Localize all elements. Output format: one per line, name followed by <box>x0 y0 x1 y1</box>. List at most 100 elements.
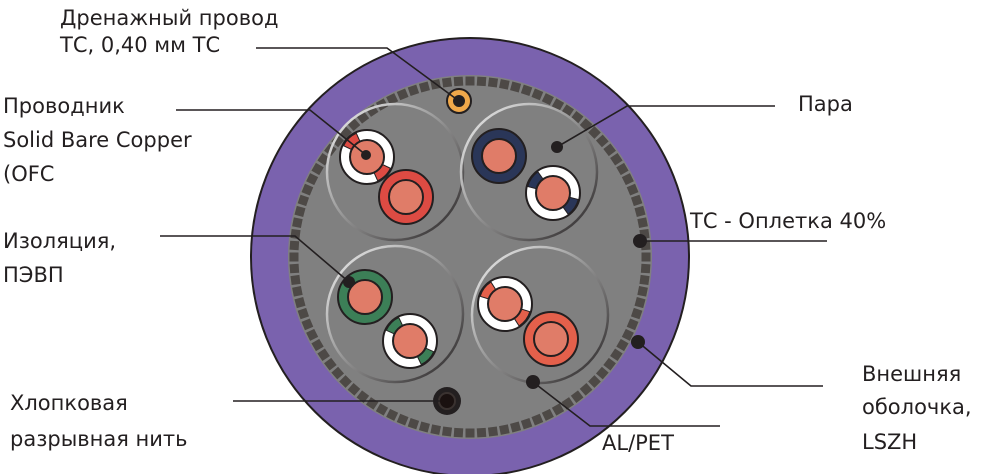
label-insulation-line2: ПЭВП <box>3 263 64 287</box>
leader-insulation <box>160 235 350 283</box>
braid-strand <box>339 375 352 388</box>
braid-strand <box>616 162 629 176</box>
braid-strand <box>290 228 301 240</box>
braid-strand <box>476 427 487 438</box>
braid-strand <box>621 328 634 341</box>
braid-strand <box>289 263 300 274</box>
braid-strand <box>579 382 593 396</box>
braid-strand <box>331 366 345 380</box>
braid-strand <box>487 426 499 437</box>
labels: Дренажный провод ТС, 0,40 мм ТС Проводни… <box>3 6 972 455</box>
braid-strand <box>289 240 300 251</box>
pair-3 <box>325 244 465 384</box>
leader-dot-conductor <box>361 150 371 160</box>
braid-strand <box>630 307 643 320</box>
label-foil: AL/PET <box>602 431 674 455</box>
braid-strand <box>637 286 648 297</box>
pair-4 <box>470 245 610 385</box>
braid-strand <box>531 413 544 426</box>
braid-strand <box>637 217 648 228</box>
solid-wire-conductor <box>481 138 517 174</box>
braid-strand <box>634 205 646 217</box>
braid-strand <box>418 421 430 433</box>
braid-strand <box>306 328 319 341</box>
label-conductor-line1: Проводник <box>3 94 125 118</box>
ripcord <box>433 387 461 415</box>
braid-strand <box>610 152 623 166</box>
label-ripcord-line2: разрывная нить <box>10 427 188 451</box>
leader-jacket <box>637 341 823 387</box>
braid-strand <box>541 408 554 421</box>
braid-strand <box>621 173 634 186</box>
braid-strand <box>441 77 453 88</box>
braid-strand <box>595 366 609 380</box>
braid-strand <box>301 183 314 196</box>
leader-lines <box>160 47 827 427</box>
braid-strand <box>520 417 533 430</box>
label-conductor-line2: Solid Bare Copper <box>3 128 192 152</box>
braid-strand <box>386 93 399 106</box>
braid-strand <box>551 403 565 416</box>
braid-strand <box>306 173 319 186</box>
leader-dot-foil <box>526 375 540 389</box>
braid-strand <box>626 318 639 331</box>
leader-conductor <box>176 109 367 156</box>
leader-pair <box>556 105 775 148</box>
braid-strand <box>347 382 361 396</box>
braid-strand <box>297 194 310 207</box>
braid-strand <box>510 81 522 93</box>
braid-strand <box>595 134 609 148</box>
braid-strand <box>317 348 330 362</box>
pair-foil-ring <box>459 102 599 242</box>
leader-dot-insulation <box>343 276 355 288</box>
braid-strand <box>610 348 623 362</box>
braid-strand <box>520 84 533 97</box>
twisted-pairs <box>325 102 610 385</box>
label-braid: ТС - Оплетка 40% <box>689 209 886 233</box>
striped-wire-conductor <box>392 323 428 359</box>
ripcord-inner <box>438 392 456 410</box>
braid-strand <box>639 274 650 286</box>
braid-strand <box>396 413 409 426</box>
braid-strand <box>630 194 643 207</box>
braid-strand <box>297 307 310 320</box>
braid-strand <box>407 417 420 430</box>
braid-strand <box>331 134 345 148</box>
braid-strand <box>292 286 303 297</box>
braid-strand <box>453 76 464 87</box>
braid-strand <box>418 81 430 93</box>
braid-strand <box>430 424 441 435</box>
braid-strand <box>626 183 639 196</box>
braid-strand <box>499 79 510 90</box>
braid-strand <box>301 318 314 331</box>
pair-2 <box>459 102 599 242</box>
braid-strand <box>294 205 306 217</box>
braid-strand <box>641 252 651 262</box>
braid-strand <box>375 403 389 416</box>
leader-dot-jacket <box>631 335 645 349</box>
braid-strand <box>290 274 301 286</box>
braid-strand <box>311 338 324 352</box>
pair-foil-ring <box>470 245 610 385</box>
leader-drain <box>256 47 460 102</box>
label-ripcord-line1: Хлопковая <box>10 391 128 415</box>
braid-strand <box>531 88 544 101</box>
braid-strand <box>441 426 453 437</box>
braid-strand <box>294 297 306 309</box>
braid-strand <box>541 93 554 106</box>
braid-strand <box>499 424 510 435</box>
pair-foil-ring <box>325 102 465 242</box>
braid-strand <box>616 338 629 352</box>
braid-strand <box>476 76 487 87</box>
solid-wire-conductor <box>347 279 383 315</box>
label-conductor-line3: (OFC <box>3 162 54 186</box>
label-jacket-line2: оболочка, <box>862 395 972 419</box>
label-pair: Пара <box>798 92 853 116</box>
leader-foil <box>532 381 720 427</box>
solid-wire-conductor <box>533 321 569 357</box>
label-insulation-line1: Изоляция, <box>3 229 116 253</box>
braid-strand <box>289 252 299 262</box>
braid-strand <box>570 390 584 403</box>
striped-wire-conductor <box>487 286 523 322</box>
